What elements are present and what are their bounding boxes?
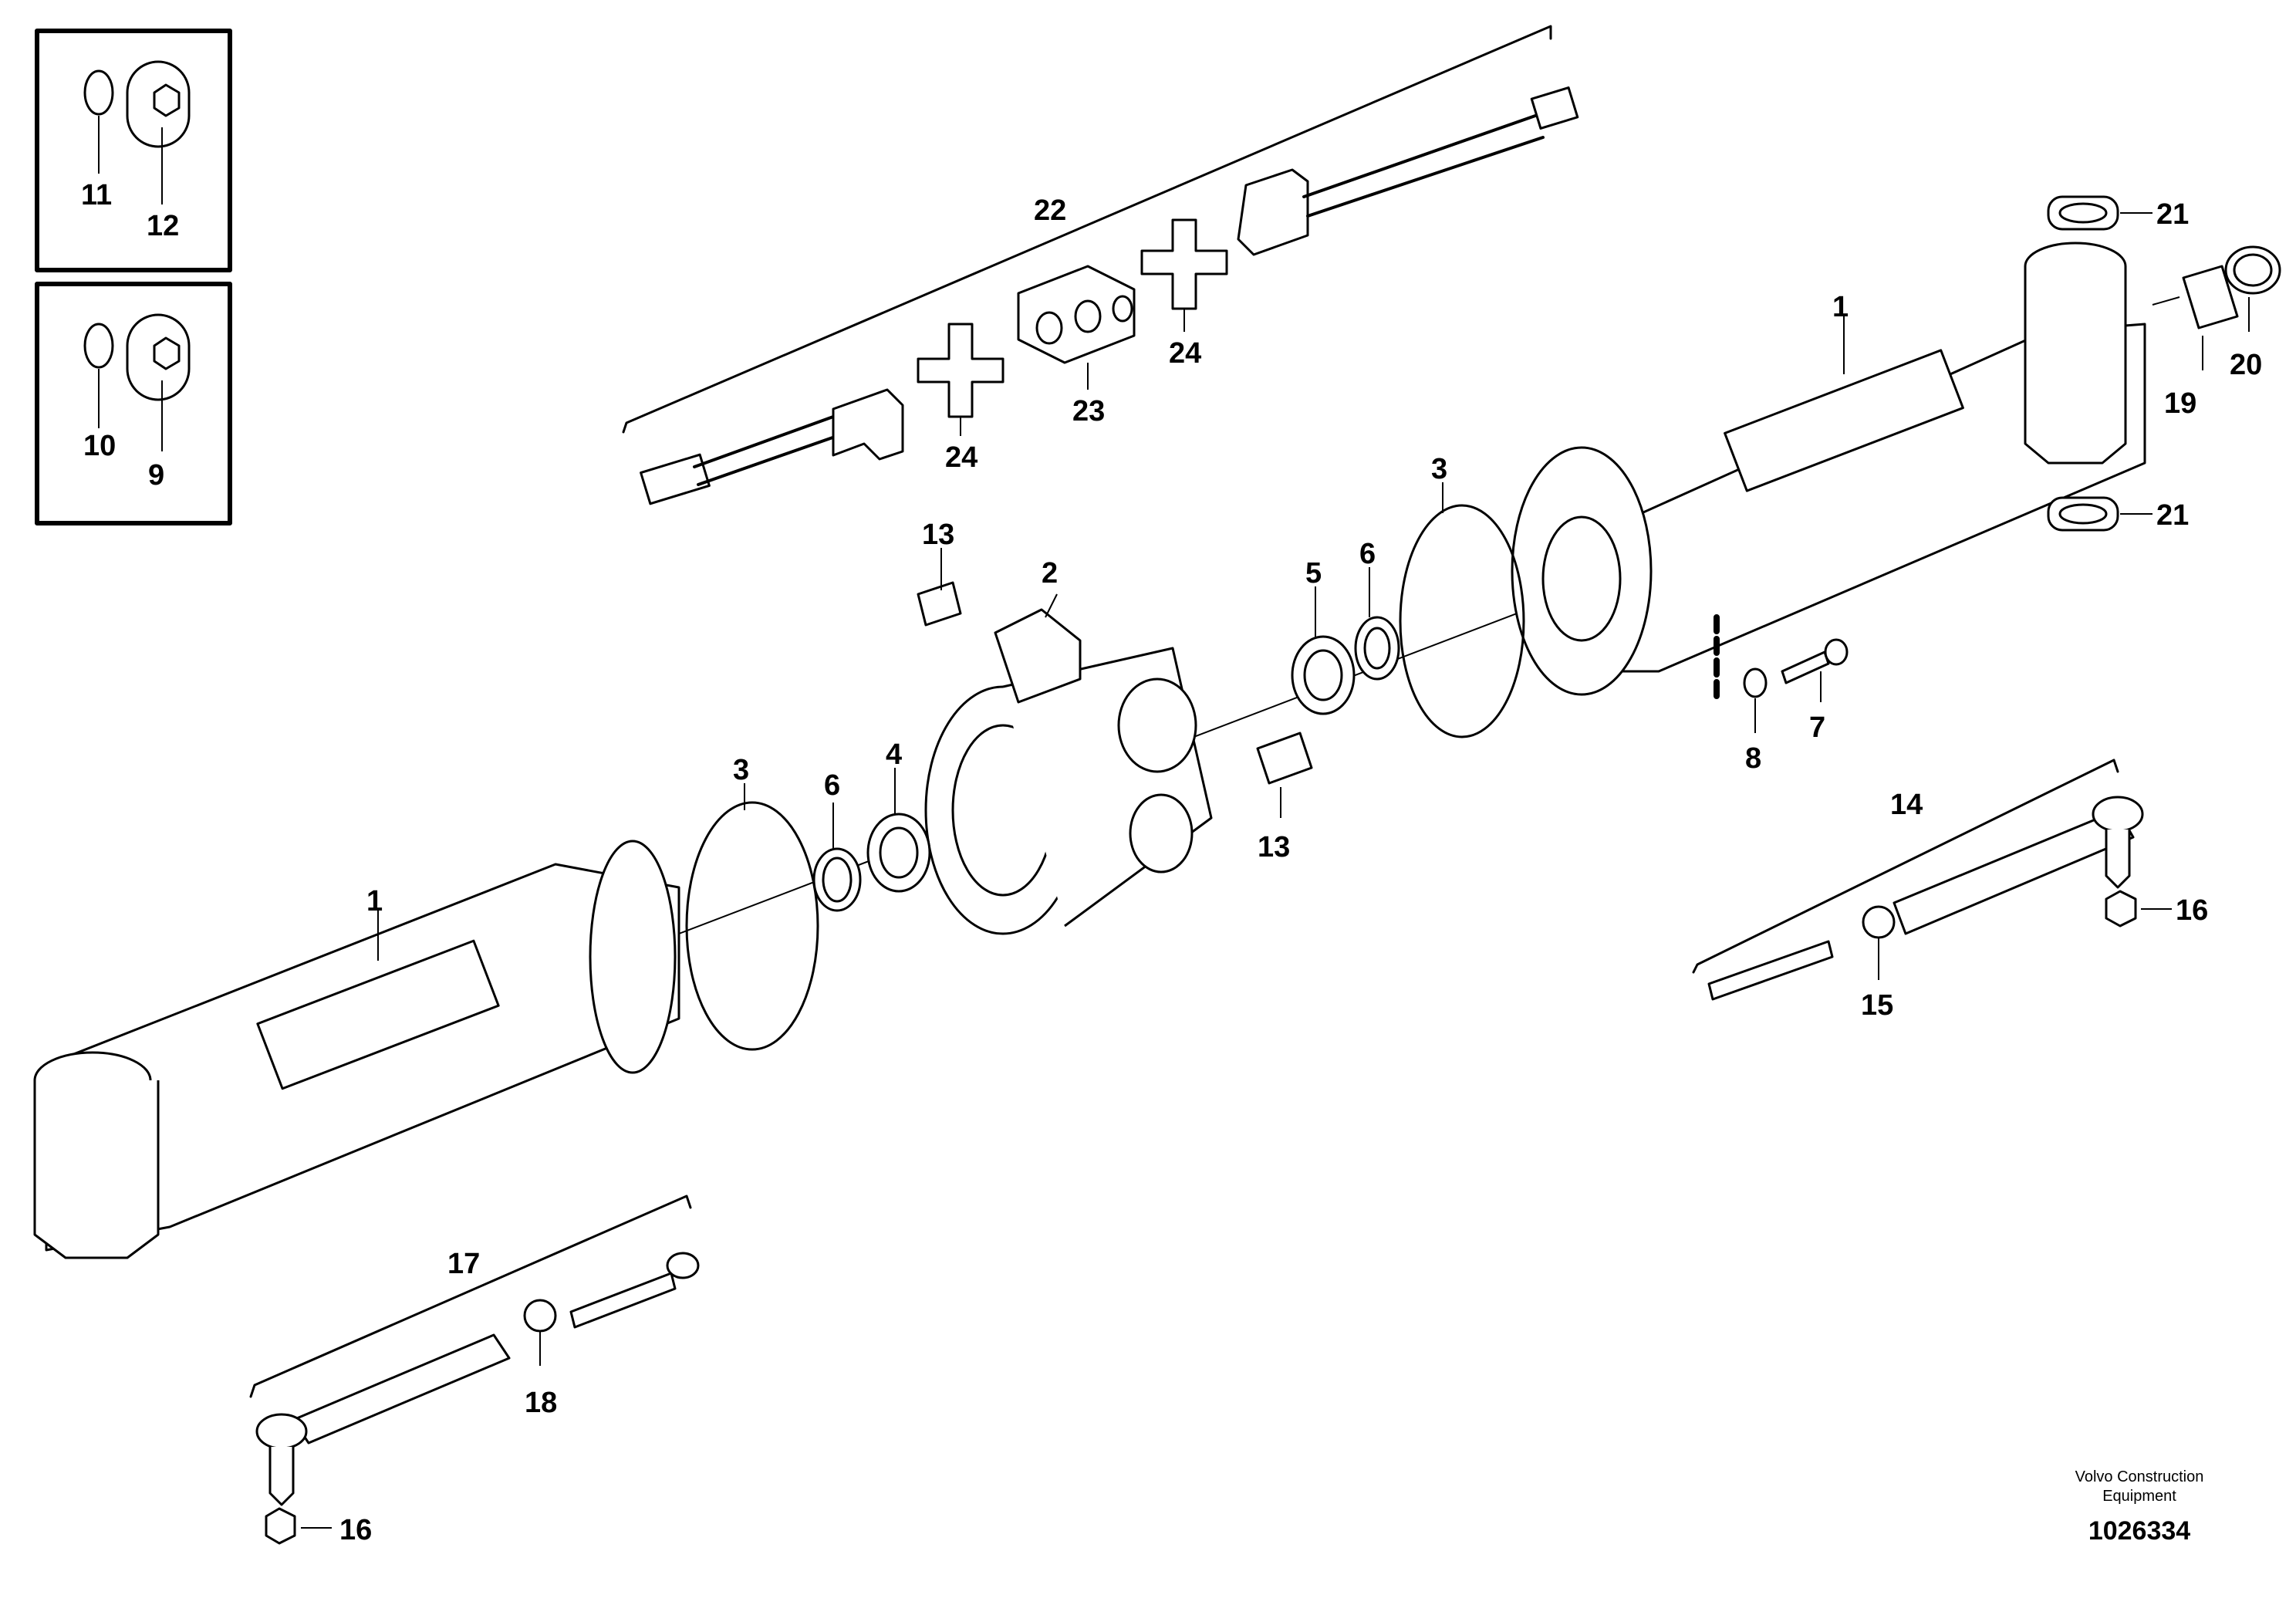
callout-6-left: 6 xyxy=(824,769,840,802)
callout-13-top: 13 xyxy=(922,519,954,551)
washer-right: 6 xyxy=(1354,538,1400,681)
callout-18: 18 xyxy=(525,1387,557,1419)
kingpin-bearing-bottom: 21 xyxy=(2047,496,2189,532)
callout-12: 12 xyxy=(147,210,179,242)
callout-10: 10 xyxy=(83,430,116,462)
callout-17: 17 xyxy=(447,1248,480,1280)
tie-rod-assembly-left: 17 18 16 xyxy=(249,1195,700,1546)
caption-block: Volvo Construction Equipment 1026334 xyxy=(2075,1468,2204,1546)
inset-box-plug-9-10: 10 9 xyxy=(35,282,232,525)
callout-2: 2 xyxy=(1042,557,1058,590)
callout-7: 7 xyxy=(1809,711,1825,744)
callout-6-right: 6 xyxy=(1359,538,1376,570)
callout-8: 8 xyxy=(1745,742,1761,775)
drive-shaft-assembly: 22 24 23 24 xyxy=(622,25,1579,505)
screw-and-washer: 8 7 xyxy=(1714,614,1849,775)
bushing-top: 13 xyxy=(917,519,962,627)
callout-14: 14 xyxy=(1890,789,1923,821)
callout-19: 19 xyxy=(2164,387,2196,420)
diagram-reference-number: 1026334 xyxy=(2088,1516,2190,1546)
callout-24-right: 24 xyxy=(1169,337,1201,370)
differential-housing: 2 xyxy=(924,557,1213,935)
callout-1-left: 1 xyxy=(366,885,383,917)
inset-box-plug-11-12: 11 12 xyxy=(35,29,232,272)
callout-3-right: 3 xyxy=(1431,453,1447,485)
caption-company-line2: Equipment xyxy=(2102,1488,2176,1505)
bearing-5: 5 xyxy=(1291,557,1356,715)
caption-company-line1: Volvo Construction xyxy=(2075,1468,2204,1485)
kingpin-bearing-top: 21 xyxy=(2047,195,2189,231)
o-ring-left: 3 xyxy=(685,754,819,1051)
callout-20: 20 xyxy=(2230,349,2262,381)
bushing-bottom: 13 xyxy=(1256,732,1313,863)
tie-rod-assembly-right: 14 15 16 xyxy=(1692,759,2208,1022)
callout-21-top: 21 xyxy=(2156,198,2189,231)
callout-15: 15 xyxy=(1861,989,1893,1022)
bearing-4: 4 xyxy=(866,738,931,893)
callout-4: 4 xyxy=(886,738,902,771)
o-ring-right: 3 xyxy=(1399,453,1525,738)
callout-11: 11 xyxy=(81,179,112,211)
sleeve-19: 19 xyxy=(2152,265,2239,420)
callout-16-left: 16 xyxy=(339,1514,372,1546)
ring-20: 20 xyxy=(2224,245,2281,381)
axle-housing-right: 1 xyxy=(1511,242,2146,696)
axle-housing-left: 1 xyxy=(33,840,680,1259)
callout-9: 9 xyxy=(148,459,164,492)
callout-24-left: 24 xyxy=(945,441,977,474)
callout-5: 5 xyxy=(1305,557,1322,590)
callout-16-right: 16 xyxy=(2176,894,2208,927)
callout-23: 23 xyxy=(1072,395,1105,427)
callout-3-left: 3 xyxy=(733,754,749,786)
callout-1-right: 1 xyxy=(1832,291,1849,323)
callout-22: 22 xyxy=(1034,194,1066,227)
callout-13-bottom: 13 xyxy=(1258,831,1290,863)
callout-21-bottom: 21 xyxy=(2156,499,2189,532)
washer-left: 6 xyxy=(812,769,862,912)
